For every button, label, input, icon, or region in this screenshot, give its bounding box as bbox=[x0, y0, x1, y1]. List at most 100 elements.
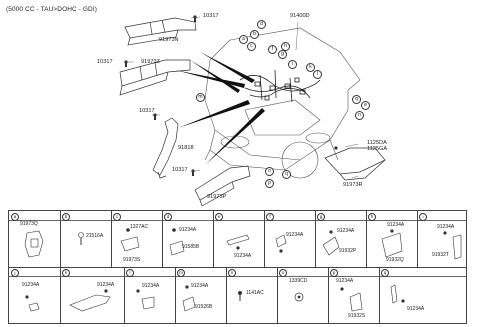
label-10317-bottom: 10317 bbox=[172, 167, 188, 173]
callout-m[interactable]: m bbox=[196, 93, 205, 102]
cell-n[interactable]: n 1141AC bbox=[226, 267, 278, 323]
callout-g[interactable]: g bbox=[278, 50, 287, 59]
engine-spec-title: (5000 CC - TAU>DOHC - GDI) bbox=[6, 6, 98, 13]
duct-91973N bbox=[124, 17, 197, 46]
label-91400D: 91400D bbox=[290, 13, 310, 19]
label-91818: 91818 bbox=[178, 145, 194, 151]
label-10317-top: 10317 bbox=[203, 13, 219, 19]
part-91234A-h: 91234A bbox=[387, 222, 405, 228]
parts-row-1: a 91973Q b 21516A c 1327AC 91973S bbox=[9, 211, 466, 268]
part-91932S: 91932S bbox=[348, 313, 366, 319]
cell-k-callout: k bbox=[62, 269, 70, 277]
callout-k[interactable]: k bbox=[306, 63, 315, 72]
exploded-view-drawing bbox=[119, 15, 386, 207]
tie-clip-icon bbox=[275, 234, 287, 253]
cell-d-callout: d bbox=[164, 213, 172, 221]
part-91234A-m: 91234A bbox=[191, 283, 209, 289]
leader-lines bbox=[128, 16, 359, 179]
cell-n-callout: n bbox=[228, 269, 236, 277]
clip-j-icon bbox=[25, 295, 40, 312]
cell-p[interactable]: p 91234A 91932S bbox=[328, 267, 380, 323]
part-91234A-q: 91234A bbox=[407, 306, 425, 312]
part-91234A-d: 91234A bbox=[179, 227, 197, 233]
part-1141AC: 1141AC bbox=[246, 290, 264, 296]
cell-m[interactable]: m 91234A 91526B bbox=[175, 267, 227, 323]
cell-i-callout: i bbox=[419, 213, 427, 221]
callout-l[interactable]: l bbox=[313, 70, 322, 79]
bolt-10317-icons bbox=[124, 15, 338, 176]
part-91973S: 91973S bbox=[123, 257, 141, 263]
part-91585B: 91585B bbox=[182, 244, 200, 250]
cell-c-callout: c bbox=[113, 213, 121, 221]
part-1327AC: 1327AC bbox=[130, 224, 149, 230]
callout-q[interactable]: q bbox=[282, 170, 291, 179]
part-91932T: 91932T bbox=[432, 252, 449, 258]
cell-o[interactable]: o 1339CD bbox=[277, 267, 329, 323]
vehicle-body-outline bbox=[204, 27, 361, 179]
part-91526B: 91526B bbox=[195, 304, 213, 310]
cell-j[interactable]: j 91234A bbox=[9, 267, 61, 323]
part-1339CD: 1339CD bbox=[289, 278, 308, 284]
cell-h[interactable]: h 91234A 91932Q bbox=[366, 211, 418, 267]
clip-l-icon bbox=[136, 289, 155, 310]
bracket-k-icon bbox=[69, 289, 111, 312]
part-91932P: 91932P bbox=[339, 248, 357, 254]
cell-l[interactable]: l 91234A bbox=[124, 267, 176, 323]
cell-d[interactable]: d 91234A 91585B bbox=[162, 211, 214, 267]
protector-icon bbox=[322, 230, 340, 256]
parts-row-2: j 91234A k 91234A l 91234A bbox=[9, 267, 466, 323]
cell-q[interactable]: q 91234A bbox=[379, 267, 466, 323]
cell-q-callout: q bbox=[381, 269, 389, 277]
cell-g[interactable]: g 91234A 91932P bbox=[315, 211, 367, 267]
callout-a[interactable]: a bbox=[239, 35, 248, 44]
cell-h-callout: h bbox=[368, 213, 376, 221]
cell-c[interactable]: c 1327AC 91973S bbox=[111, 211, 163, 267]
cell-a-callout: a bbox=[11, 213, 19, 221]
label-91973N: 91973N bbox=[159, 37, 179, 43]
band-clip-icon bbox=[226, 234, 250, 250]
part-91234A-l: 91234A bbox=[142, 283, 160, 289]
cell-e[interactable]: e 91234A bbox=[213, 211, 265, 267]
part-91234A-j: 91234A bbox=[22, 282, 40, 288]
cell-k[interactable]: k 91234A bbox=[60, 267, 125, 323]
cell-f[interactable]: f 91234A bbox=[264, 211, 316, 267]
bracket-91818 bbox=[152, 117, 179, 179]
grommet-icon bbox=[24, 230, 44, 258]
callout-o[interactable]: o bbox=[265, 167, 274, 176]
bracket-q-icon bbox=[390, 284, 405, 304]
callout-e[interactable]: e bbox=[361, 101, 370, 110]
holder-icon bbox=[443, 231, 462, 260]
wiring-harness-91400D bbox=[239, 69, 321, 103]
cell-i[interactable]: i 91234A 91932T bbox=[417, 211, 466, 267]
label-10317-mid: 10317 bbox=[139, 108, 155, 114]
grommet-o-icon bbox=[294, 292, 304, 302]
cell-a[interactable]: a 91973Q bbox=[9, 211, 61, 267]
callout-p[interactable]: p bbox=[265, 179, 274, 188]
part-91234A-g: 91234A bbox=[337, 228, 355, 234]
label-1125GA: 1125GA bbox=[367, 146, 388, 152]
callout-b[interactable]: b bbox=[250, 30, 259, 39]
label-1125DA: 1125DA bbox=[367, 140, 387, 146]
label-10317-left: 10317 bbox=[97, 59, 113, 65]
cell-b[interactable]: b 21516A bbox=[60, 211, 112, 267]
callout-d[interactable]: d bbox=[257, 20, 266, 29]
clip-holder-icon bbox=[169, 228, 185, 256]
part-91932Q: 91932Q bbox=[386, 257, 404, 263]
callout-i[interactable]: i bbox=[288, 60, 297, 69]
cell-j-callout: j bbox=[11, 269, 19, 277]
callout-f[interactable]: f bbox=[268, 45, 277, 54]
part-91234A-k: 91234A bbox=[97, 282, 115, 288]
screw-icon bbox=[78, 232, 84, 245]
parts-table: a 91973Q b 21516A c 1327AC 91973S bbox=[8, 210, 467, 324]
bracket-icon bbox=[381, 229, 403, 258]
callout-c[interactable]: c bbox=[247, 42, 256, 51]
callout-n[interactable]: n bbox=[355, 111, 364, 120]
clip-m-icon bbox=[182, 285, 196, 312]
callout-h[interactable]: h bbox=[281, 42, 290, 51]
label-91973Z: 91973Z bbox=[141, 59, 160, 65]
cell-p-callout: p bbox=[330, 269, 338, 277]
cell-b-callout: b bbox=[62, 213, 70, 221]
duct-91973Z bbox=[119, 59, 191, 96]
callout-q-right[interactable]: q bbox=[352, 95, 361, 104]
